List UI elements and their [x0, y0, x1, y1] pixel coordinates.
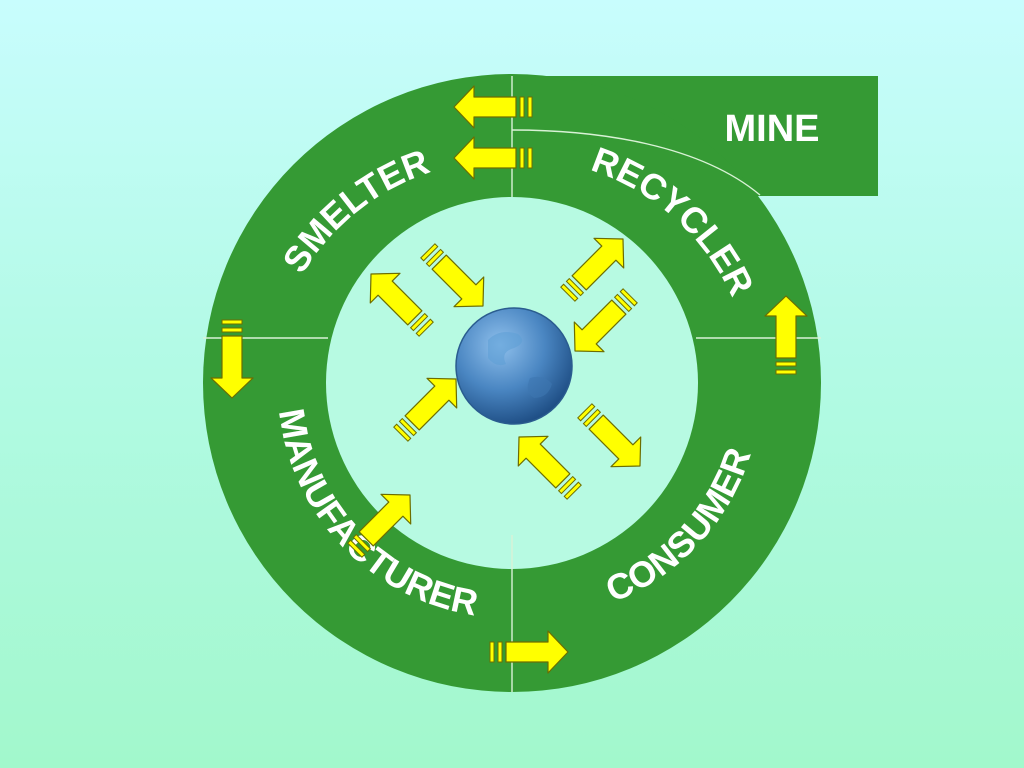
mine-label: MINE: [725, 108, 820, 150]
mine-feed-line: [511, 129, 761, 196]
globe-icon: [455, 307, 573, 425]
